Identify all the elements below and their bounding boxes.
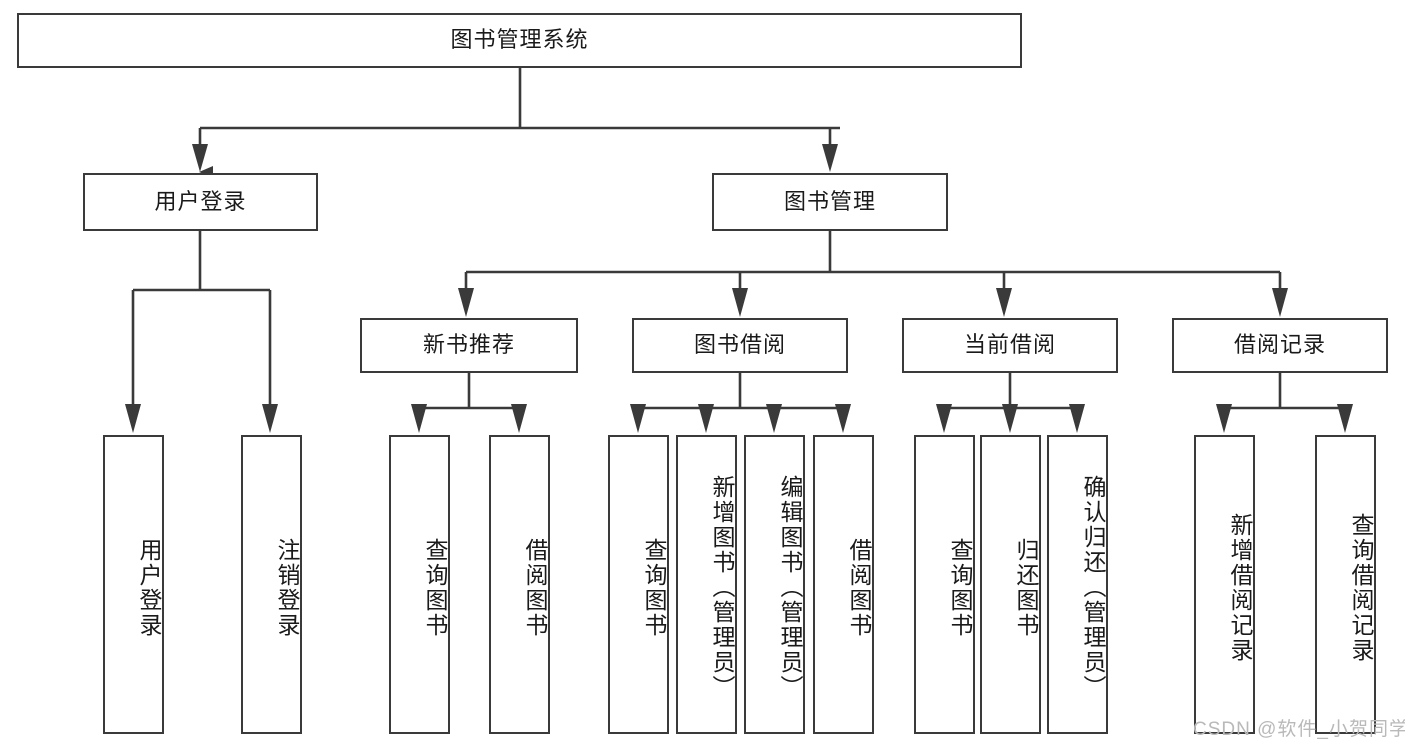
node-leaf-edit-book[interactable]: 编辑图书（管理员）	[744, 435, 805, 734]
node-book-management-label: 图书管理	[783, 188, 876, 214]
arrowhead-leaf-borrow-book-1	[511, 404, 527, 433]
arrowhead-leaf-confirm-return	[1069, 404, 1085, 433]
node-leaf-return-book-label: 归还图书	[1013, 537, 1039, 638]
node-borrow-record[interactable]: 借阅记录	[1172, 318, 1388, 373]
node-root-label: 图书管理系统	[450, 27, 589, 53]
arrowhead-leaf-add-record	[1216, 404, 1232, 433]
node-leaf-query-book-3[interactable]: 查询图书	[914, 435, 975, 734]
node-user-login-label: 用户登录	[154, 188, 247, 214]
node-leaf-borrow-book-1-label: 借阅图书	[522, 537, 548, 638]
arrowhead-leaf-add-book	[698, 404, 714, 433]
node-leaf-user-login[interactable]: 用户登录	[103, 435, 164, 734]
arrowhead-leaf-query-book-1	[411, 404, 427, 433]
arrowhead-leaf-logout	[262, 404, 278, 433]
arrowhead-leaf-query-book-2	[630, 404, 646, 433]
arrowhead-book-borrow	[732, 288, 748, 317]
node-book-borrow[interactable]: 图书借阅	[632, 318, 848, 373]
arrowhead-book-management	[822, 144, 838, 172]
node-leaf-confirm-return-label: 确认归还（管理员）	[1080, 475, 1106, 700]
node-book-management[interactable]: 图书管理	[712, 173, 948, 231]
arrowhead-user-login	[192, 144, 208, 172]
arrowhead-borrow-record	[1272, 288, 1288, 317]
node-leaf-query-book-1[interactable]: 查询图书	[389, 435, 450, 734]
node-current-borrow-label: 当前借阅	[963, 332, 1056, 358]
node-leaf-query-book-2[interactable]: 查询图书	[608, 435, 669, 734]
node-leaf-add-book-label: 新增图书（管理员）	[709, 475, 735, 700]
arrowhead-leaf-user-login	[125, 404, 141, 433]
node-leaf-query-record-label: 查询借阅记录	[1348, 512, 1374, 663]
node-leaf-borrow-book-1[interactable]: 借阅图书	[489, 435, 550, 734]
node-current-borrow[interactable]: 当前借阅	[902, 318, 1118, 373]
node-leaf-add-record[interactable]: 新增借阅记录	[1194, 435, 1255, 734]
arrowhead-leaf-edit-book	[766, 404, 782, 433]
csdn-watermark: CSDN @软件_小贺同学	[1193, 719, 1405, 740]
arrowhead-new-book-recommend	[458, 288, 474, 317]
node-leaf-add-record-label: 新增借阅记录	[1227, 512, 1253, 663]
node-root[interactable]: 图书管理系统	[17, 13, 1022, 68]
node-leaf-logout[interactable]: 注销登录	[241, 435, 302, 734]
arrowhead-current-borrow	[996, 288, 1012, 317]
node-leaf-return-book[interactable]: 归还图书	[980, 435, 1041, 734]
node-leaf-confirm-return[interactable]: 确认归还（管理员）	[1047, 435, 1108, 734]
node-leaf-query-book-2-label: 查询图书	[641, 537, 667, 638]
node-leaf-add-book[interactable]: 新增图书（管理员）	[676, 435, 737, 734]
node-leaf-borrow-book-2-label: 借阅图书	[846, 537, 872, 638]
node-leaf-user-login-label: 用户登录	[136, 537, 162, 638]
arrowhead-leaf-query-book-3	[936, 404, 952, 433]
node-leaf-edit-book-label: 编辑图书（管理员）	[777, 475, 803, 700]
node-leaf-logout-label: 注销登录	[274, 537, 300, 638]
arrowhead-leaf-query-record	[1337, 404, 1353, 433]
arrowhead-leaf-borrow-book-2	[835, 404, 851, 433]
node-leaf-query-book-1-label: 查询图书	[422, 537, 448, 638]
node-leaf-query-record[interactable]: 查询借阅记录	[1315, 435, 1376, 734]
arrowhead-leaf-return-book	[1002, 404, 1018, 433]
arrowheads	[125, 144, 1353, 433]
node-leaf-query-book-3-label: 查询图书	[947, 537, 973, 638]
node-leaf-borrow-book-2[interactable]: 借阅图书	[813, 435, 874, 734]
node-new-book-recommend-label: 新书推荐	[422, 332, 515, 358]
node-borrow-record-label: 借阅记录	[1233, 332, 1326, 358]
node-book-borrow-label: 图书借阅	[693, 332, 786, 358]
node-user-login[interactable]: 用户登录	[83, 173, 318, 231]
node-new-book-recommend[interactable]: 新书推荐	[360, 318, 578, 373]
